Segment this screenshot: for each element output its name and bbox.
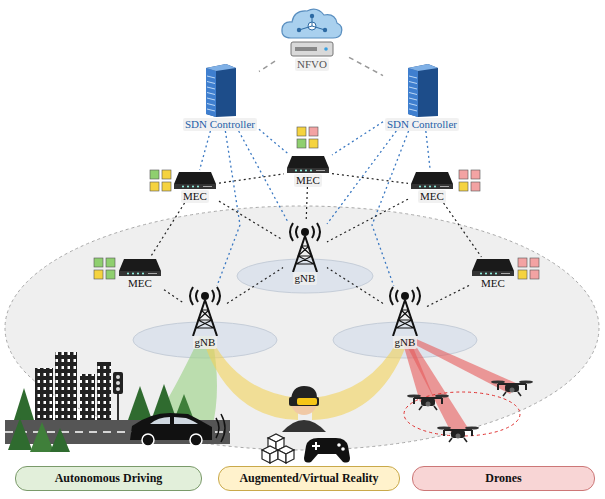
node-label: SDN Controller [183, 118, 257, 131]
backhaul-link [219, 174, 284, 183]
node-label: gNB [293, 272, 318, 285]
controller-node-icon [404, 62, 440, 118]
drone-swarm-illustration [404, 380, 533, 442]
node-label: MEC [418, 190, 446, 203]
mec-node: MEC [469, 257, 517, 290]
control-link [426, 131, 430, 170]
controller-node-icon [202, 62, 238, 118]
backhaul-link [332, 174, 408, 184]
resource-blocks [94, 127, 539, 279]
control-link [200, 131, 211, 170]
node-label: MEC [294, 174, 322, 187]
mec-node-icon [471, 257, 515, 277]
mec-node-icon [118, 257, 162, 277]
radio-beam [312, 340, 406, 420]
control-link [239, 131, 288, 222]
control-link [217, 131, 240, 286]
node-label: Autonomous Driving [53, 472, 165, 485]
node-label: NFVO [295, 58, 329, 71]
gnb-tower: gNB [383, 286, 427, 349]
mec-node-icon [286, 154, 330, 174]
controller-node: SDN Controller [181, 62, 259, 131]
backhaul-link [219, 201, 283, 240]
node-label: MEC [181, 190, 209, 203]
mec-node-icon [173, 170, 217, 190]
controller-node: SDN Controller [383, 62, 461, 131]
node-label: Drones [483, 472, 523, 485]
node-label: gNB [193, 336, 218, 349]
cell-coverage [333, 322, 477, 358]
gnb-tower-icon [385, 286, 425, 336]
radio-beam [205, 340, 298, 420]
gnb-tower: gNB [183, 286, 227, 349]
orchestrator-node-icon [277, 4, 347, 58]
backhaul-link [444, 203, 482, 257]
backhaul-link [427, 286, 469, 307]
node-label: MEC [126, 277, 154, 290]
use-case-band: Drones [412, 466, 595, 491]
orchestration-link [349, 57, 383, 75]
node-label: SDN Controller [385, 118, 459, 131]
gnb-tower-icon [185, 286, 225, 336]
control-link [259, 129, 288, 154]
backhaul-link [306, 187, 307, 222]
city-illustration [5, 352, 230, 452]
control-link [332, 122, 383, 155]
orchestrator-node: NFVO [275, 4, 349, 71]
vr-user-illustration [262, 386, 350, 463]
use-case-band: Augmented/Virtual Reality [218, 466, 400, 491]
gnb-tower: gNB [283, 222, 327, 285]
node-label: Augmented/Virtual Reality [237, 472, 380, 485]
mec-node-icon [410, 170, 454, 190]
backhaul-link [327, 268, 383, 304]
radio-beam [406, 338, 518, 394]
node-label: gNB [393, 336, 418, 349]
backhaul-link [227, 268, 283, 304]
backhaul-link [164, 290, 183, 303]
control-link [327, 131, 396, 224]
backhaul-link [150, 203, 184, 257]
mec-node: MEC [171, 170, 219, 203]
mec-node: MEC [408, 170, 456, 203]
node-label: MEC [479, 277, 507, 290]
use-case-band: Autonomous Driving [15, 466, 202, 491]
gnb-tower-icon [285, 222, 325, 272]
mec-node: MEC [116, 257, 164, 290]
backhaul-link [327, 199, 408, 242]
mec-node: MEC [284, 154, 332, 187]
orchestration-link [259, 61, 275, 71]
coverage-area [5, 206, 599, 450]
